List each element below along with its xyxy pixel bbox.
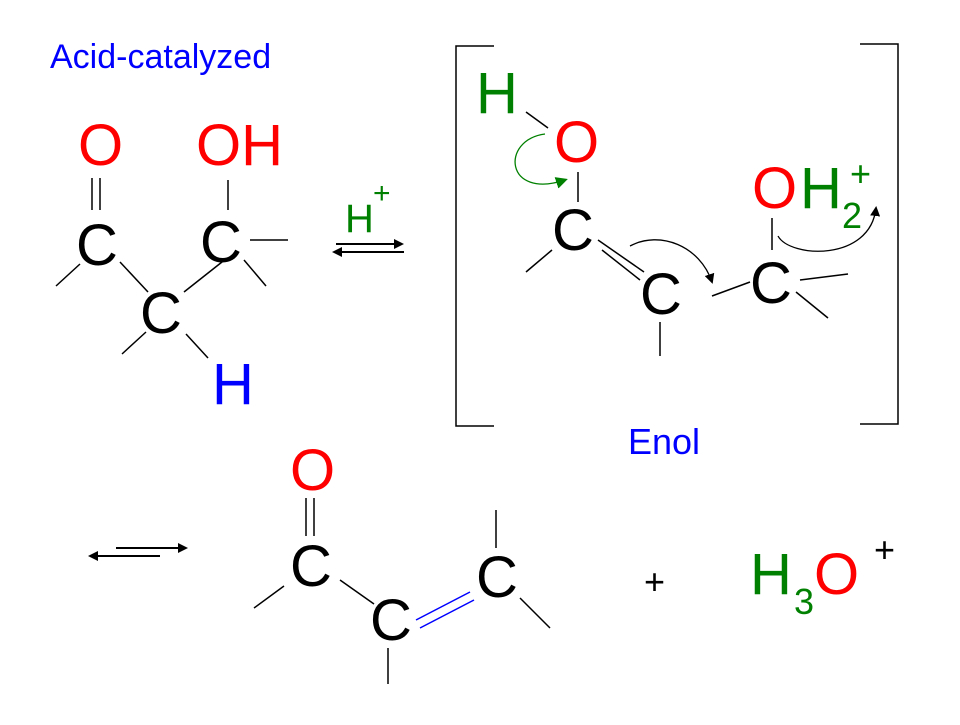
c1-left-bond-int	[525, 249, 553, 273]
hydronium-charge: +	[874, 529, 895, 570]
catalyst-hydrogen: H	[345, 197, 374, 241]
c2-c3-bond	[183, 261, 223, 293]
intermediate-carbon-1: C	[552, 198, 594, 263]
right-bracket	[860, 43, 899, 425]
intermediate-carbon-3: C	[750, 251, 792, 316]
reactant-carbon-1: C	[76, 213, 118, 278]
c3-down-bond-int	[795, 291, 829, 319]
product-c2-c3-double-b	[419, 599, 475, 629]
product-oxygen: O	[290, 438, 335, 503]
c1-left-bond	[55, 263, 81, 287]
product-c2-c3-double-a	[415, 591, 471, 621]
intermediate-carbon-2: C	[640, 262, 682, 327]
hydronium-ion: H 3 O +	[750, 529, 895, 622]
intermediate-molecule: H O C C C O H 2 + Enol	[476, 61, 881, 462]
c3-right-bond-int	[799, 273, 849, 281]
left-bracket	[455, 45, 494, 427]
hydronium-subscript: 3	[794, 581, 814, 622]
reactant-carbon-2: C	[140, 281, 182, 346]
reactant-carbon-3: C	[200, 210, 242, 275]
c2-h-bond	[185, 333, 209, 359]
hydronium-oxygen: O	[814, 542, 859, 607]
c1-c2-double-a	[597, 239, 645, 273]
product-carbon-1: C	[290, 534, 332, 599]
c1-c2-bond	[119, 261, 149, 293]
oxonium-oxygen: O	[752, 156, 797, 221]
reactant-hydroxyl: OH	[196, 113, 283, 178]
leaving-group-arrow	[777, 206, 881, 252]
oxonium-hydrogen: H	[800, 156, 842, 221]
intermediate-oxygen: O	[554, 110, 599, 175]
c2-c3-bond-int	[711, 281, 751, 297]
c1-c2-double-b	[601, 249, 641, 281]
product-carbon-3: C	[476, 545, 518, 610]
equilibrium-arrow-1: H +	[332, 177, 404, 257]
double-bond-shift-arrow	[629, 239, 715, 284]
product-molecule: O C C C	[253, 438, 551, 684]
c3-down-bond	[243, 259, 267, 287]
hydronium-hydrogen: H	[750, 542, 792, 607]
intermediate-brackets	[455, 43, 899, 427]
page-title: Acid-catalyzed	[50, 38, 271, 76]
green-curved-arrow	[514, 133, 568, 189]
intermediate-hydrogen: H	[476, 61, 518, 126]
c2-left-bond	[121, 331, 147, 355]
reactant-molecule: O OH C C C H	[55, 113, 288, 417]
product-carbon-2: C	[370, 588, 412, 653]
equilibrium-arrow-2	[88, 543, 188, 561]
product-c1-left-bond	[253, 585, 285, 609]
h-o-bond	[525, 111, 549, 129]
enol-label: Enol	[628, 421, 700, 462]
plus-sign: +	[644, 561, 665, 602]
product-c3-down-bond	[519, 597, 551, 629]
oxonium-charge: +	[850, 153, 871, 194]
catalyst-charge: +	[373, 177, 391, 210]
oxonium-subscript: 2	[842, 195, 862, 236]
product-c1-c2-bond	[339, 579, 375, 605]
reactant-alpha-hydrogen: H	[212, 352, 254, 417]
reactant-carbonyl-oxygen: O	[78, 113, 123, 178]
